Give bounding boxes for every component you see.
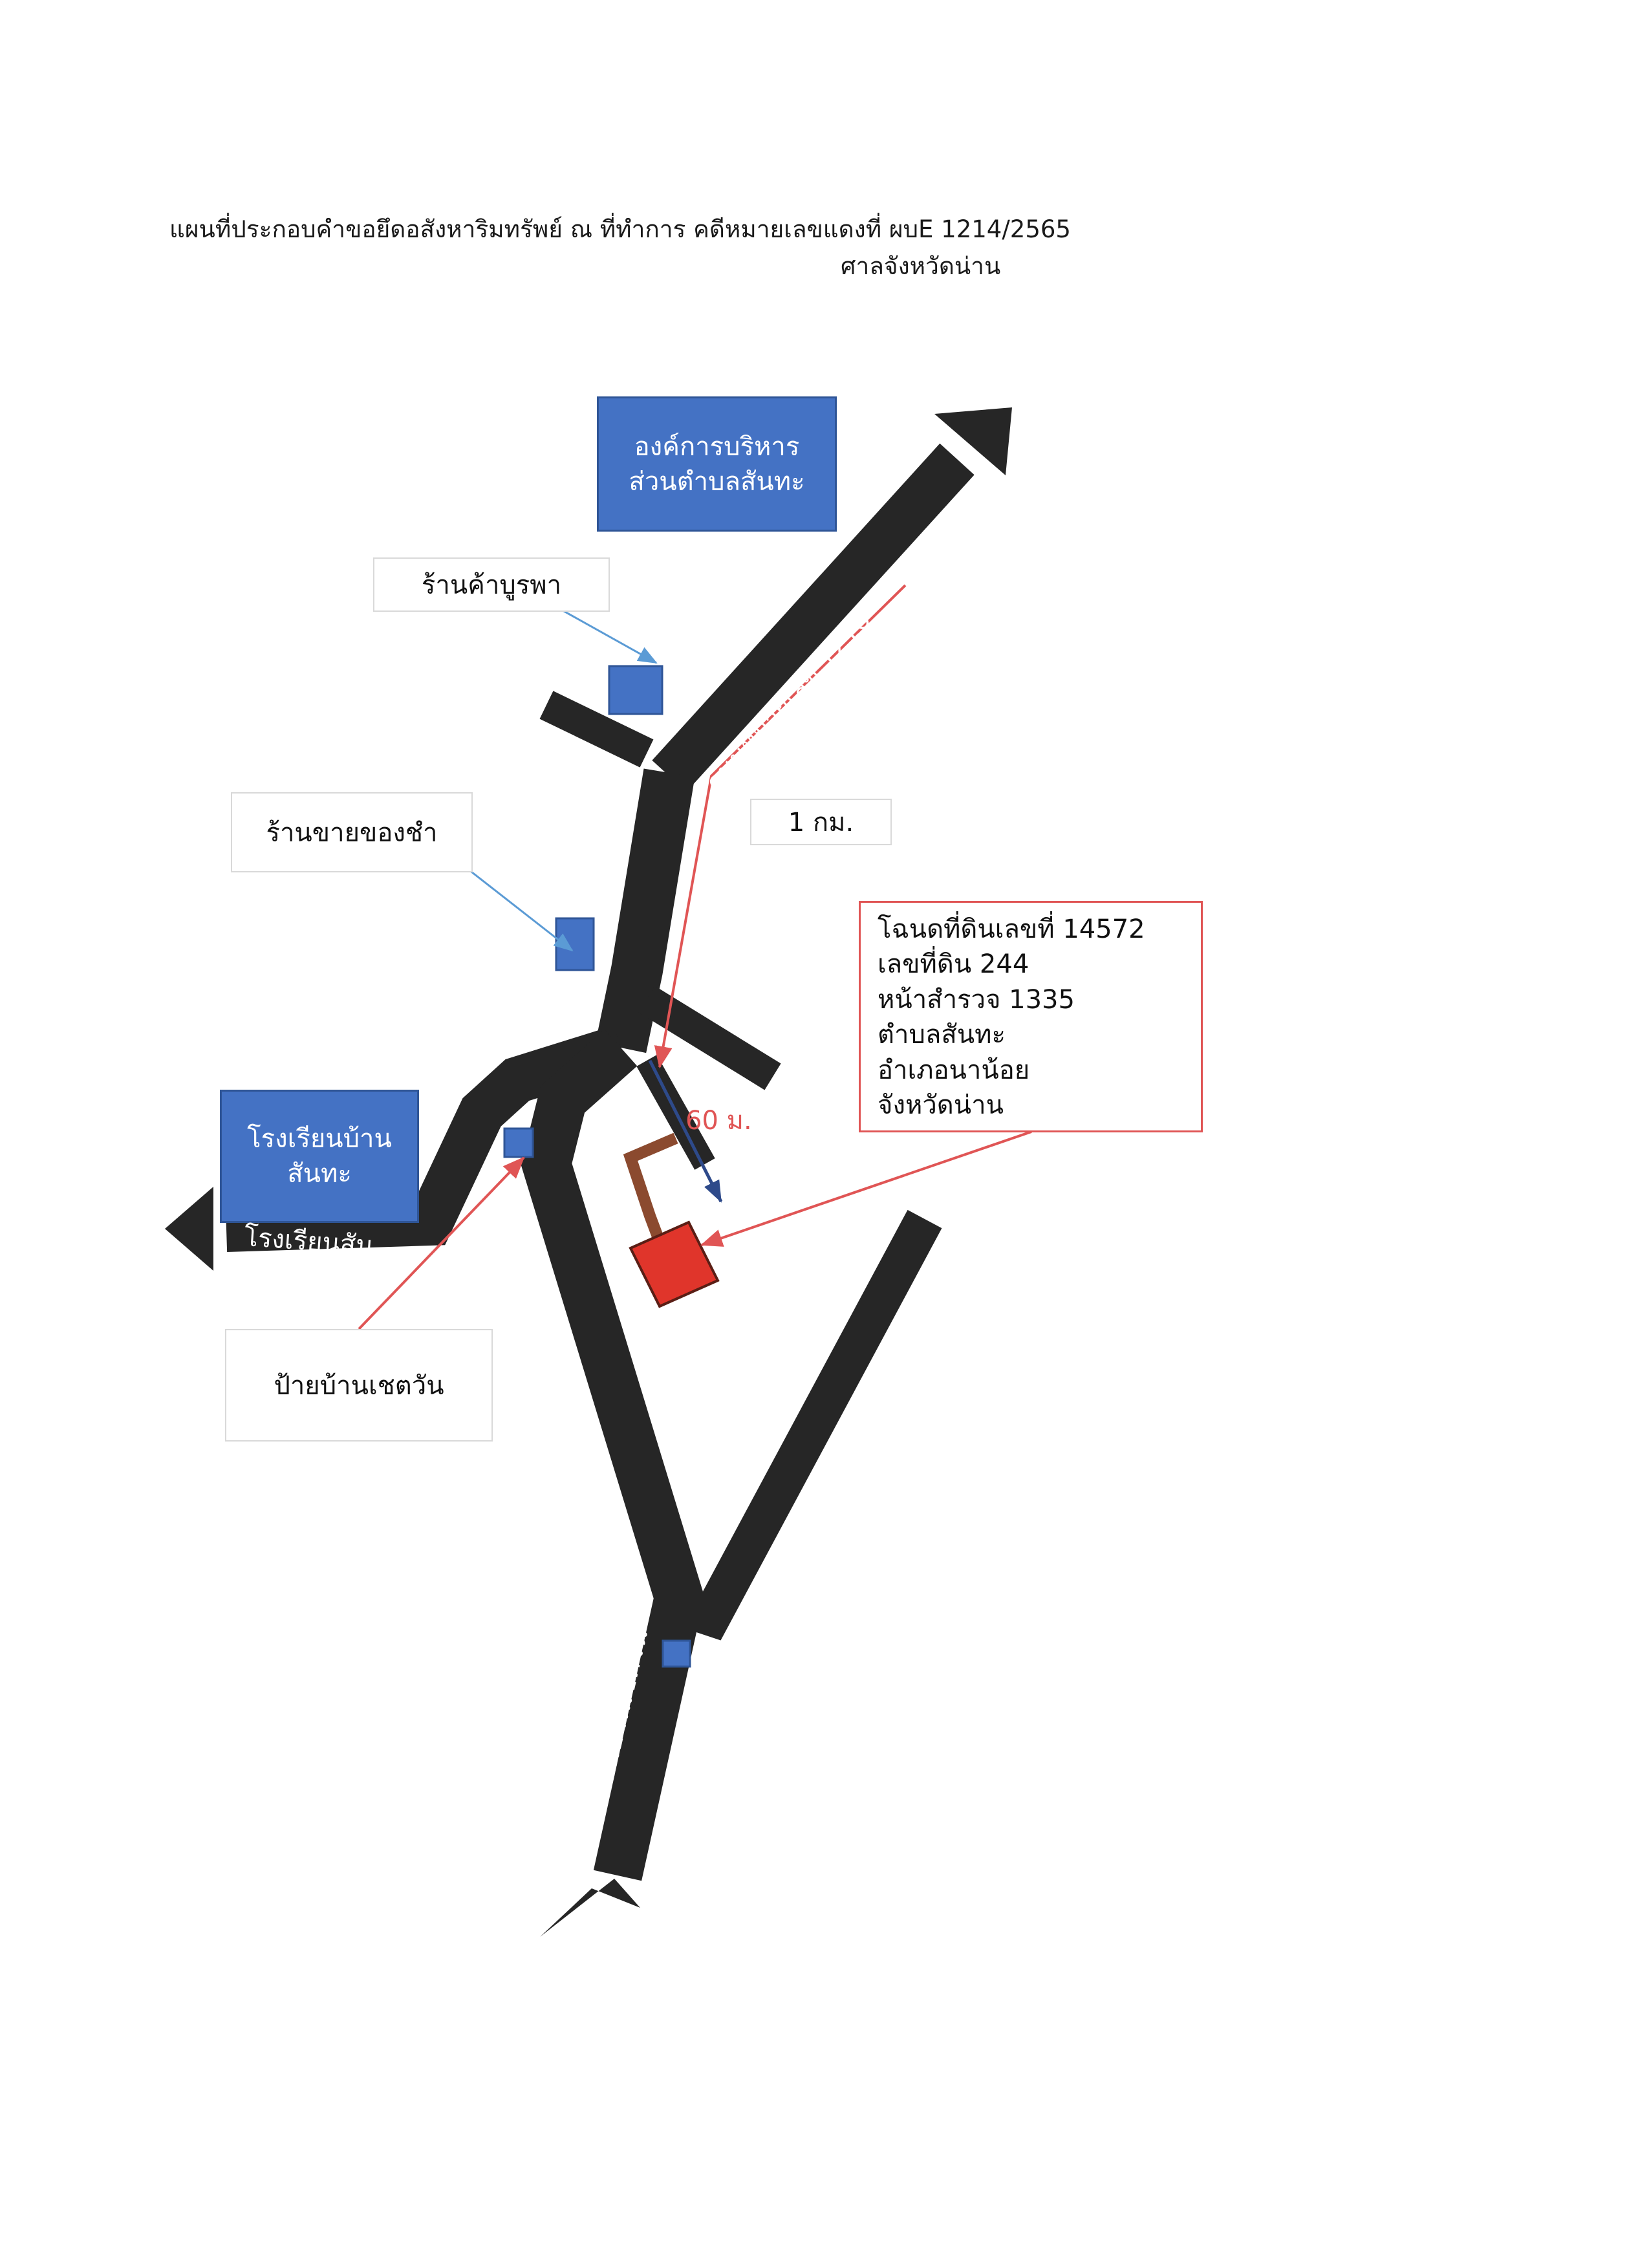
- branch-right: [638, 986, 781, 1090]
- road-network: [225, 443, 975, 1881]
- school-line2: สันทะ: [287, 1159, 352, 1189]
- road-arrowheads: [165, 407, 1012, 1937]
- access-path: [623, 1132, 678, 1244]
- deed-line-1: โฉนดที่ดินเลขที่ 14572: [878, 914, 1145, 944]
- marker-south: [662, 1639, 691, 1668]
- landmark-sao-santha: องค์การบริหาร ส่วนตำบลสันทะ: [597, 396, 837, 532]
- marker-chetwan-sign: [503, 1127, 534, 1158]
- school-line1: โรงเรียนบ้าน: [247, 1124, 392, 1154]
- deed-line-5: อำเภอนาน้อย: [878, 1055, 1030, 1085]
- callout-one-km: 1 กม.: [750, 799, 892, 845]
- arrowhead-south: [540, 1879, 640, 1937]
- arrow-chetwan-sign: [358, 1156, 525, 1330]
- arrowhead-na-daeng: [934, 407, 1012, 475]
- callout-burapha-shop: ร้านค้าบูรพา: [373, 557, 610, 612]
- road-west: [225, 1025, 628, 1252]
- arrow-deed-to-plot: [700, 1130, 1032, 1247]
- map-title-line2: ศาลจังหวัดน่าน: [841, 252, 1001, 280]
- road-2051: [666, 1209, 942, 1641]
- label-60m: 60 ม.: [685, 1106, 752, 1136]
- marker-burapha: [608, 665, 663, 715]
- map-title-line1: แผนที่ประกอบคำขอยึดอสังหาริมทรัพย์ ณ ที่…: [169, 215, 1071, 243]
- deed-line-3: หน้าสำรวจ 1335: [878, 984, 1075, 1015]
- callout-chetwan-sign: ป้ายบ้านเชตวัน: [225, 1329, 493, 1442]
- callout-grocery-shop: ร้านขายของชำ: [231, 792, 473, 872]
- landmark-markers: [503, 665, 691, 1668]
- arrowhead-west: [165, 1187, 213, 1271]
- deed-line-2: เลขที่ดิน 244: [878, 949, 1029, 980]
- arrow-grocery: [468, 869, 574, 952]
- road-1216: [652, 443, 975, 792]
- arrow-60m: [648, 1059, 723, 1203]
- sao-line1: องค์การบริหาร: [634, 431, 800, 462]
- land-plot-icon: [629, 1220, 720, 1308]
- arrow-1km: [654, 584, 907, 1068]
- sao-line2: ส่วนตำบลสันทะ: [629, 466, 805, 497]
- main-road: [595, 768, 695, 1053]
- deed-line-6: จังหวัดน่าน: [878, 1090, 1004, 1120]
- spur-left-top: [539, 691, 654, 768]
- road-south: [521, 1029, 705, 1881]
- marker-grocery: [555, 917, 595, 971]
- deed-line-4: ตำบลสันทะ: [878, 1020, 1006, 1050]
- land-deed-box: โฉนดที่ดินเลขที่ 14572 เลขที่ดิน 244 หน้…: [859, 901, 1203, 1132]
- landmark-school-santha: โรงเรียนบ้าน สันทะ: [220, 1090, 419, 1223]
